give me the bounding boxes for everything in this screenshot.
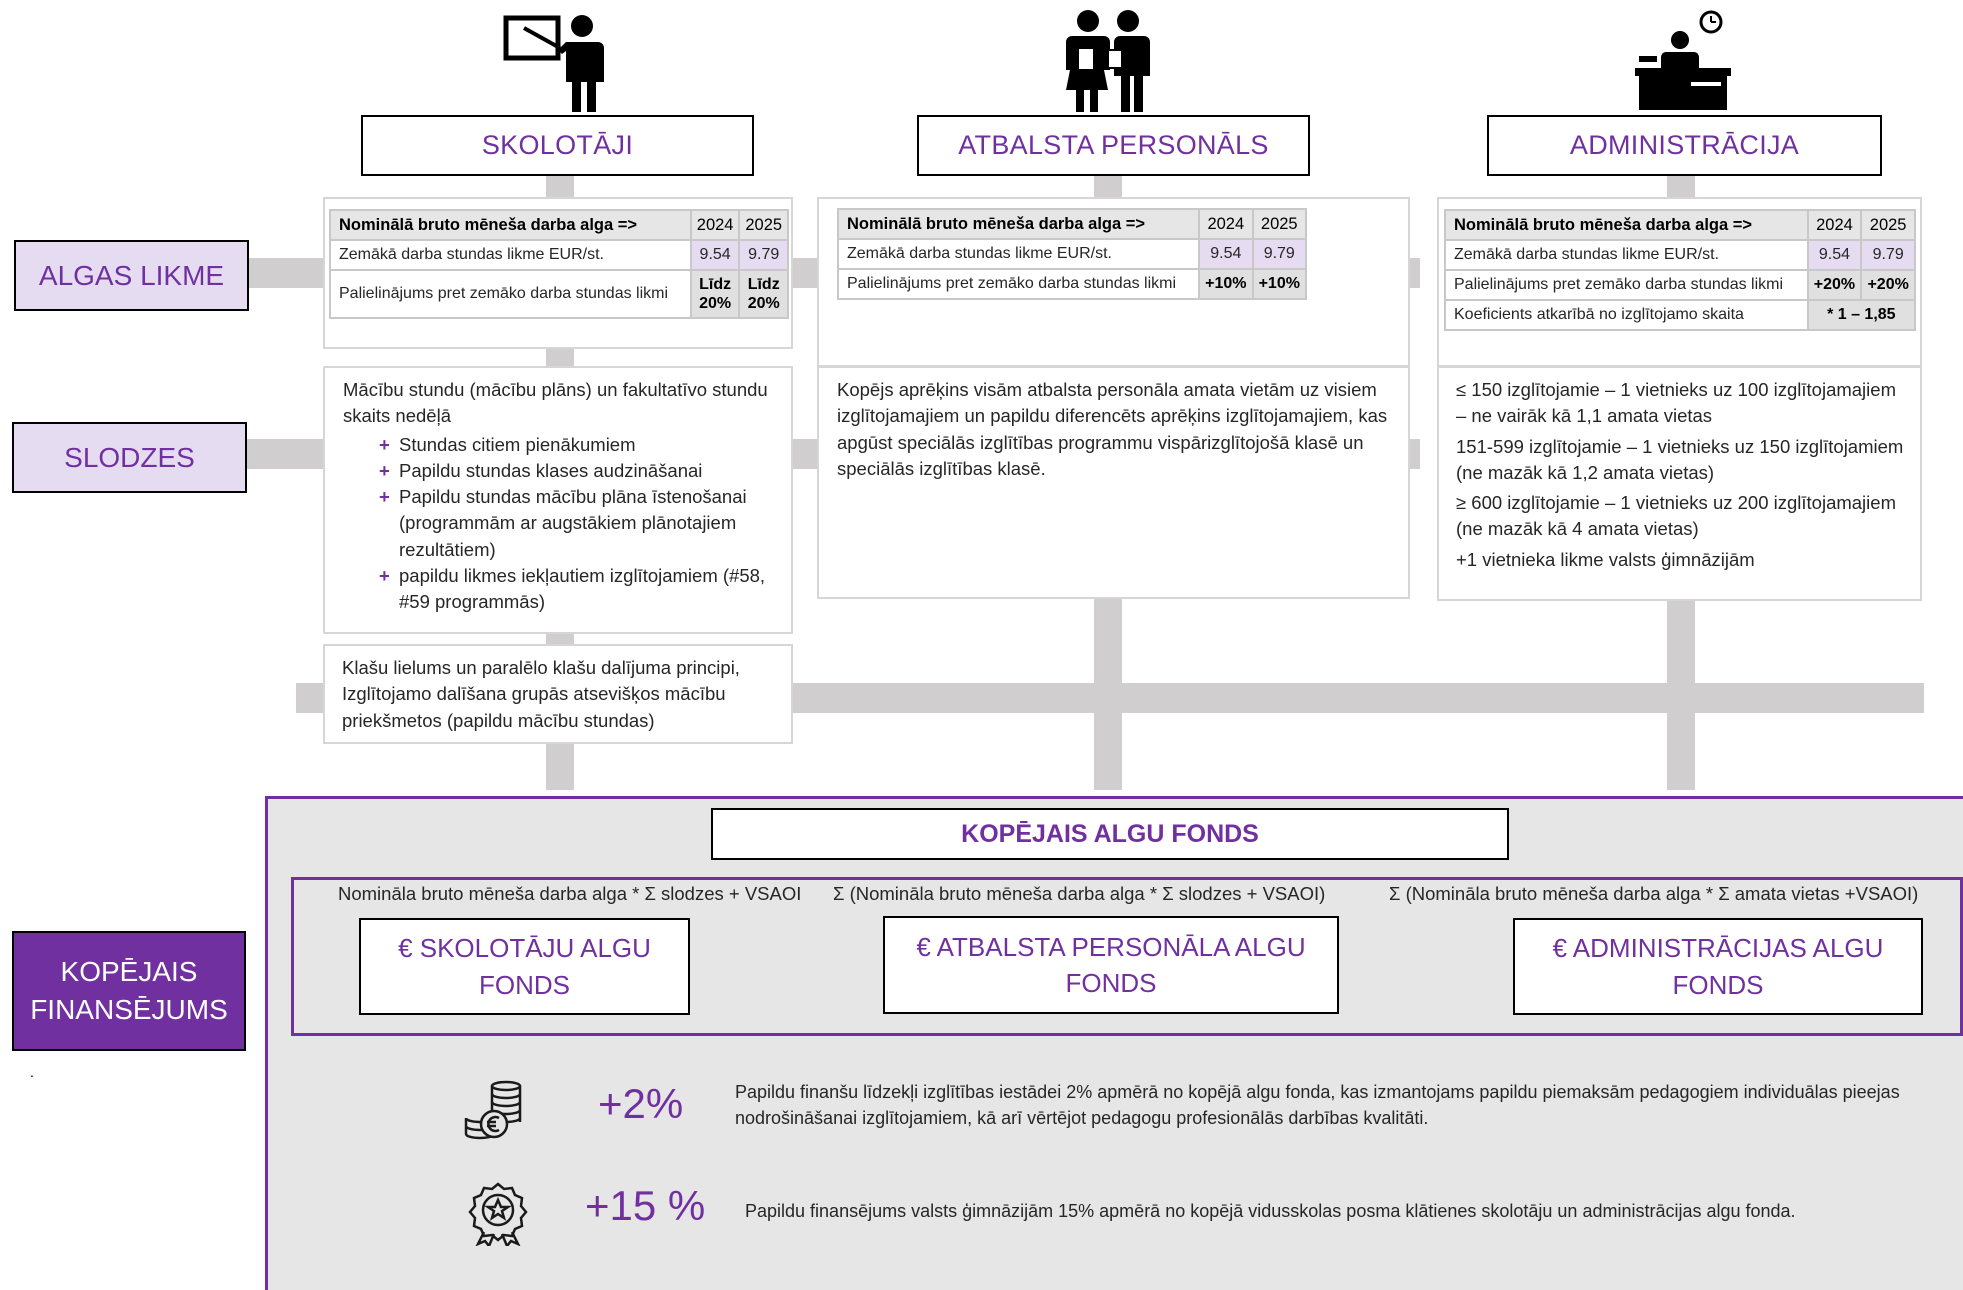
admin-salary-fund: € ADMINISTRĀCIJAS ALGU FONDS: [1513, 918, 1923, 1015]
teachers-rate-table: Nominālā bruto mēneša darba alga => 2024…: [329, 209, 789, 319]
extra-percent-2: +2%: [598, 1080, 684, 1127]
row-label-workload: SLODZES: [12, 422, 247, 493]
formula-support: Σ (Nomināla bruto mēneša darba alga * Σ …: [833, 883, 1326, 904]
extra-text-15: Papildu finansējums valsts ģimnāzijām 15…: [745, 1201, 1796, 1221]
admin-workload-panel: ≤ 150 izglītojamie – 1 vietnieks uz 100 …: [1437, 366, 1922, 601]
admin-coef-label: Koeficients atkarībā no izglītojamo skai…: [1444, 299, 1809, 331]
support-salary-panel: Nominālā bruto mēneša darba alga => 2024…: [817, 197, 1410, 367]
support-workload-panel: Kopējs aprēķins visām atbalsta personāla…: [817, 366, 1410, 599]
administration-desk-icon: [1633, 10, 1733, 112]
column-header-admin: ADMINISTRĀCIJA: [1487, 115, 1882, 176]
min-rate-2025: 9.79: [1860, 239, 1916, 271]
admin-workload-item: 151-599 izglītojamie – 1 vietnieks uz 15…: [1456, 435, 1904, 483]
support-increase-2024: +10%: [1198, 268, 1254, 300]
row-label-total-financing: KOPĒJAIS FINANSĒJUMS: [12, 931, 246, 1051]
rate-header-label: Nominālā bruto mēneša darba alga =>: [1444, 209, 1809, 241]
min-rate-label: Zemākā darba stundas likme EUR/st.: [1444, 239, 1809, 271]
support-workload-text: Kopējs aprēķins visām atbalsta personāla…: [837, 379, 1388, 479]
formula-admin: Σ (Nomināla bruto mēneša darba alga * Σ …: [1389, 883, 1919, 904]
support-rate-table: Nominālā bruto mēneša darba alga => 2024…: [836, 208, 1308, 300]
rate-header-label: Nominālā bruto mēneša darba alga =>: [329, 209, 692, 241]
stray-dot: .: [30, 1064, 34, 1080]
teachers-salary-panel: Nominālā bruto mēneša darba alga => 2024…: [323, 197, 793, 349]
list-item: +Stundas citiem pienākumiem: [379, 433, 636, 455]
increase-label: Palielinājums pret zemāko darba stundas …: [1444, 269, 1809, 301]
increase-label: Palielinājums pret zemāko darba stundas …: [329, 269, 692, 319]
increase-label: Palielinājums pret zemāko darba stundas …: [836, 268, 1201, 300]
class-size-text: Klašu lielums un paralēlo klašu dalījuma…: [342, 657, 740, 731]
column-header-teachers: SKOLOTĀJI: [361, 115, 754, 176]
year-2025: 2025: [738, 209, 789, 241]
admin-workload-item: ≤ 150 izglītojamie – 1 vietnieks uz 100 …: [1456, 379, 1896, 427]
total-salary-fund-title: KOPĒJAIS ALGU FONDS: [711, 808, 1509, 860]
class-size-panel: Klašu lielums un paralēlo klašu dalījuma…: [323, 644, 793, 744]
teachers-workload-panel: Mācību stundu (mācību plāns) un fakultat…: [323, 366, 793, 634]
year-2024: 2024: [689, 209, 741, 241]
teachers-workload-list: +Stundas citiem pienākumiem +Papildu stu…: [343, 432, 777, 616]
admin-rate-table: Nominālā bruto mēneša darba alga => 2024…: [1444, 209, 1917, 331]
rate-header-label: Nominālā bruto mēneša darba alga =>: [836, 208, 1201, 240]
min-rate-2025: 9.79: [1251, 238, 1308, 270]
min-rate-2024: 9.54: [1806, 239, 1863, 271]
min-rate-label: Zemākā darba stundas likme EUR/st.: [836, 238, 1201, 270]
admin-coef-value: * 1 – 1,85: [1806, 299, 1917, 331]
admin-increase-2024: +20%: [1806, 269, 1863, 301]
min-rate-2025: 9.79: [738, 239, 789, 271]
list-item: +papildu likmes iekļautiem izglītojamiem…: [379, 564, 766, 613]
support-salary-fund: € ATBALSTA PERSONĀLA ALGU FONDS: [883, 916, 1339, 1014]
admin-workload-item: +1 vietnieka likme valsts ģimnāzijām: [1456, 548, 1755, 570]
min-rate-2024: 9.54: [1198, 238, 1254, 270]
extra-text-2: Papildu finanšu līdzekļi izglītības iest…: [735, 1082, 1900, 1129]
fund-formulas-frame: [291, 877, 1963, 1036]
coins-euro-icon: [462, 1078, 526, 1142]
year-2025: 2025: [1251, 208, 1308, 240]
teachers-salary-fund: € SKOLOTĀJU ALGU FONDS: [359, 918, 690, 1015]
support-staff-icon: [1060, 8, 1156, 114]
support-increase-2025: +10%: [1251, 268, 1308, 300]
row-label-salary-rate: ALGAS LIKME: [14, 240, 249, 311]
admin-increase-2025: +20%: [1860, 269, 1916, 301]
extra-percent-15: +15 %: [585, 1182, 706, 1229]
admin-workload-item: ≥ 600 izglītojamie – 1 vietnieks uz 200 …: [1456, 492, 1896, 540]
list-item: +Papildu stundas mācību plāna īstenošana…: [379, 486, 747, 560]
teachers-workload-intro: Mācību stundu (mācību plāns) un fakultat…: [343, 379, 768, 427]
admin-salary-panel: Nominālā bruto mēneša darba alga => 2024…: [1437, 197, 1922, 367]
teacher-icon: [502, 12, 608, 114]
min-rate-2024: 9.54: [689, 239, 741, 271]
formula-teachers: Nomināla bruto mēneša darba alga * Σ slo…: [338, 883, 802, 904]
year-2024: 2024: [1806, 209, 1863, 241]
year-2025: 2025: [1860, 209, 1916, 241]
column-header-support: ATBALSTA PERSONĀLS: [917, 115, 1310, 176]
min-rate-label: Zemākā darba stundas likme EUR/st.: [329, 239, 692, 271]
award-badge-icon: [468, 1182, 528, 1246]
year-2024: 2024: [1198, 208, 1254, 240]
list-item: +Papildu stundas klases audzināšanai: [379, 459, 703, 481]
